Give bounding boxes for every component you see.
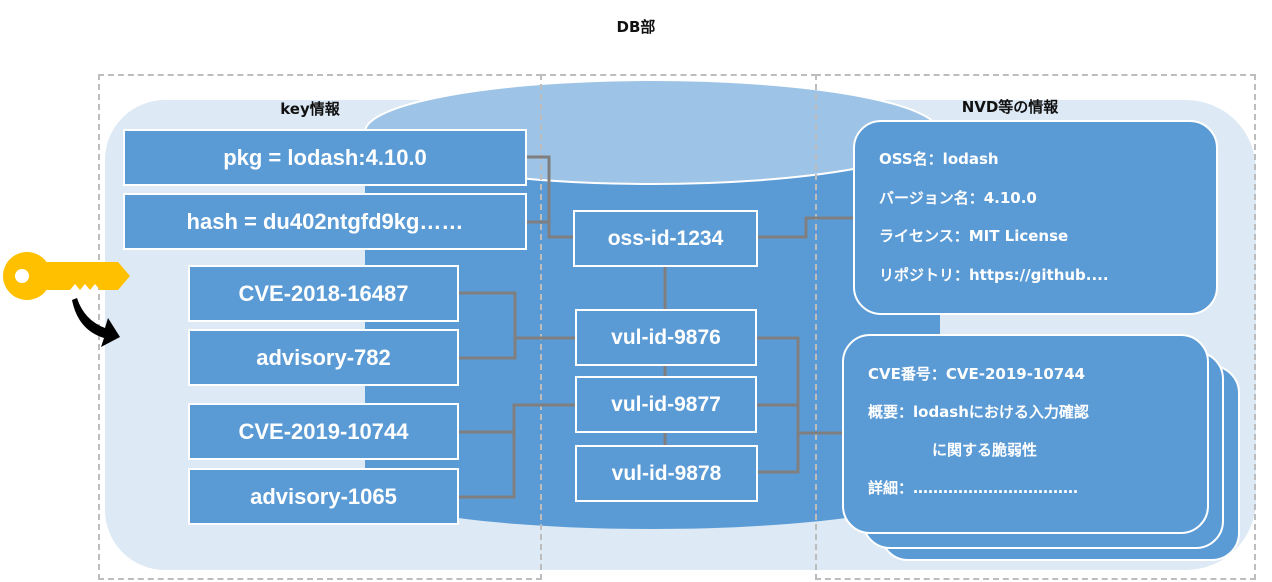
key-item-advisory-782[interactable]: advisory-782 bbox=[188, 329, 459, 386]
diagram-title: DB部 bbox=[616, 18, 656, 36]
db-id-vul-9878[interactable]: vul-id-9878 bbox=[575, 445, 758, 502]
key-item-cve-2018-16487[interactable]: CVE-2018-16487 bbox=[188, 265, 459, 322]
cve-number: CVE番号：CVE-2019-10744 bbox=[868, 365, 1086, 383]
connector-group2-vul2 bbox=[512, 403, 575, 432]
key-icon bbox=[3, 252, 130, 300]
key-section-label: key情報 bbox=[280, 100, 340, 118]
oss-license: ライセンス：MIT License bbox=[879, 227, 1069, 245]
oss-name: OSS名：lodash bbox=[879, 150, 999, 168]
cve-detail: 詳細：…………………………… bbox=[868, 479, 1079, 497]
cve-summary: 概要：lodashにおける入力確認 bbox=[868, 403, 1089, 421]
connector-cve1-bracket bbox=[457, 291, 517, 360]
curved-arrow-icon bbox=[72, 298, 120, 347]
oss-version: バージョン名：4.10.0 bbox=[879, 189, 1037, 207]
nvd-section-frame bbox=[815, 74, 1256, 580]
oss-info-card[interactable]: OSS名：lodash バージョン名：4.10.0 ライセンス：MIT Lice… bbox=[853, 120, 1218, 315]
oss-repository: リポジトリ：https://github.... bbox=[879, 266, 1109, 284]
connector-pkg-oss bbox=[525, 155, 575, 239]
key-item-cve-2019-10744[interactable]: CVE-2019-10744 bbox=[188, 403, 459, 460]
db-id-vul-9876[interactable]: vul-id-9876 bbox=[575, 309, 757, 366]
db-id-vul-9877[interactable]: vul-id-9877 bbox=[575, 376, 757, 433]
db-id-oss-1234[interactable]: oss-id-1234 bbox=[573, 210, 758, 267]
key-item-pkg[interactable]: pkg = lodash:4.10.0 bbox=[123, 129, 527, 186]
connector-oss-nvd bbox=[756, 216, 855, 239]
key-item-hash[interactable]: hash = du402ntgfd9kg…… bbox=[123, 193, 527, 250]
nvd-section-label: NVD等の情報 bbox=[961, 98, 1059, 116]
key-item-advisory-1065[interactable]: advisory-1065 bbox=[188, 468, 459, 525]
cve-info-card[interactable]: CVE番号：CVE-2019-10744 概要：lodashにおける入力確認 に… bbox=[842, 334, 1209, 534]
connector-cve2-bracket bbox=[457, 430, 516, 499]
middle-frame-top bbox=[540, 74, 817, 76]
cve-summary-continued: に関する脆弱性 bbox=[932, 441, 1038, 459]
